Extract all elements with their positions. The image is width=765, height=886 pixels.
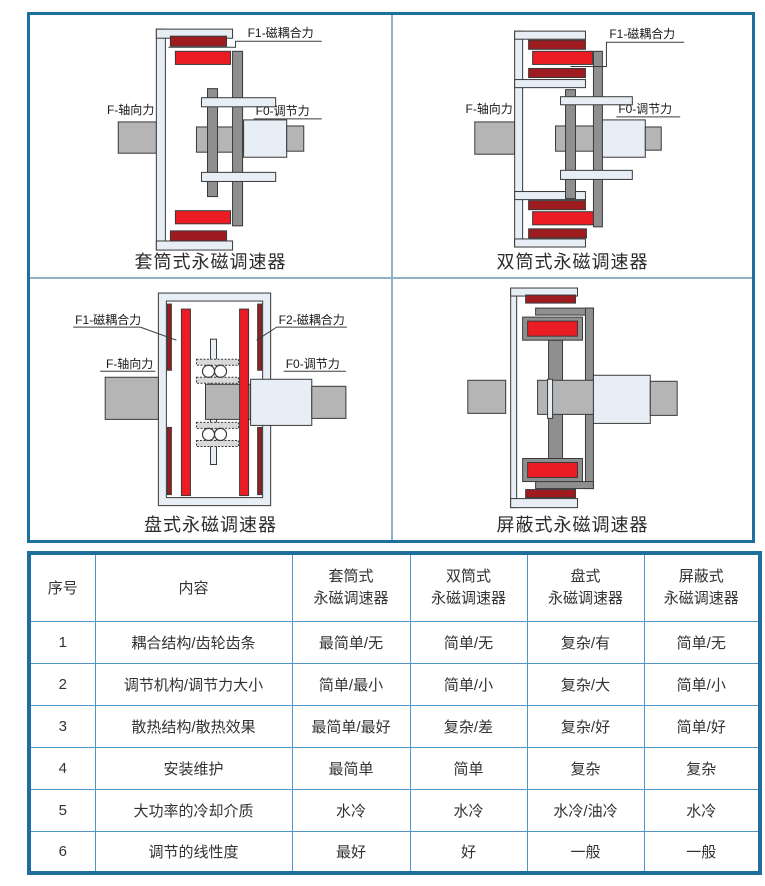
header-line: 双筒式 xyxy=(445,568,491,585)
header-double: 双筒式 永磁调速器 xyxy=(409,552,528,622)
table-row: 1 耦合结构/齿轮齿条 最简单/无 简单/无 复杂/有 简单/无 xyxy=(28,620,761,664)
cell-no: 4 xyxy=(28,746,96,790)
magnet-assemblies xyxy=(522,316,583,483)
cell-sleeve: 简单/最小 xyxy=(291,662,411,706)
table-row: 3 散热结构/散热效果 最简单/最好 复杂/差 复杂/好 简单/好 xyxy=(28,704,761,748)
header-line: 永磁调速器 xyxy=(430,589,506,607)
cell-sleeve: 最简单/无 xyxy=(291,620,411,664)
comparison-table: 序号 内容 套筒式 永磁调速器 双筒式 永磁调速器 盘式 永磁调速器 屏蔽式 永… xyxy=(27,551,762,875)
cell-disc: 一般 xyxy=(526,830,645,874)
cell-no: 6 xyxy=(28,830,96,874)
adjusting-yokes xyxy=(200,97,305,182)
conductor-rotor xyxy=(206,50,244,227)
cell-shielded: 水冷 xyxy=(643,788,761,832)
quadrant-double-cylinder-type: F1-磁耦合力 F-轴向力 F0-调节力 双筒式永磁调速器 xyxy=(391,15,752,278)
magnet-discs xyxy=(180,308,250,497)
double-cylinder-type-diagram: F1-磁耦合力 F-轴向力 F0-调节力 xyxy=(466,26,685,248)
header-line: 套筒式 xyxy=(328,568,374,585)
table-row: 5 大功率的冷却介质 水冷 水冷 水冷/油冷 水冷 xyxy=(28,788,761,832)
cell-disc: 水冷/油冷 xyxy=(526,788,645,832)
diagram-caption: 屏蔽式永磁调速器 xyxy=(496,515,649,535)
disc-type-diagram: F1-磁耦合力 F2-磁耦合力 F-轴向力 F0-调节力 xyxy=(73,292,347,507)
cell-no: 2 xyxy=(28,662,96,706)
force-label-axial: F-轴向力 xyxy=(106,357,153,372)
cell-sleeve: 最简单 xyxy=(291,746,411,790)
cell-item: 安装维护 xyxy=(94,746,293,790)
cell-disc: 复杂/好 xyxy=(526,704,645,748)
diagram-caption: 双筒式永磁调速器 xyxy=(496,252,649,273)
cell-disc: 复杂 xyxy=(526,746,645,790)
cell-shielded: 简单/好 xyxy=(643,704,761,748)
header-line: 永磁调速器 xyxy=(313,589,389,607)
quadrant-disc-type: F1-磁耦合力 F2-磁耦合力 F-轴向力 F0-调节力 盘式永磁调速器 xyxy=(30,277,391,540)
force-label-adjust: F0-调节力 xyxy=(286,358,340,372)
cell-item: 调节机构/调节力大小 xyxy=(94,662,293,706)
leader-lines xyxy=(73,326,347,373)
table-header-row: 序号 内容 套筒式 永磁调速器 双筒式 永磁调速器 盘式 永磁调速器 屏蔽式 永… xyxy=(28,552,761,622)
sleeve-type-diagram: F1-磁耦合力 F-轴向力 F0-调节力 xyxy=(107,25,322,251)
table-row: 4 安装维护 最简单 简单 复杂 复杂 xyxy=(28,746,761,790)
cell-disc: 复杂/有 xyxy=(526,620,645,664)
force-label-adjust: F0-调节力 xyxy=(256,104,310,118)
cell-no: 5 xyxy=(28,788,96,832)
outer-sleeve xyxy=(514,30,586,248)
header-line: 盘式 xyxy=(570,568,601,585)
cell-sleeve: 水冷 xyxy=(291,788,411,832)
header-line: 永磁调速器 xyxy=(547,589,623,607)
cell-disc: 复杂/大 xyxy=(526,662,645,706)
cell-double: 好 xyxy=(409,830,528,874)
shafts xyxy=(467,375,678,425)
header-shielded: 屏蔽式 永磁调速器 xyxy=(643,552,761,622)
header-line: 屏蔽式 xyxy=(678,568,724,585)
header-item: 内容 xyxy=(94,552,293,622)
force-label-axial: F-轴向力 xyxy=(107,102,154,117)
quadrant-sleeve-type: F1-磁耦合力 F-轴向力 F0-调节力 套筒式永磁调速器 xyxy=(30,15,391,278)
cell-no: 3 xyxy=(28,704,96,748)
cell-item: 调节的线性度 xyxy=(94,830,293,874)
header-no: 序号 xyxy=(28,552,96,622)
cell-shielded: 一般 xyxy=(643,830,761,874)
force-label-axial: F-轴向力 xyxy=(466,101,513,116)
cell-double: 简单/小 xyxy=(409,662,528,706)
diagram-grid: F1-磁耦合力 F-轴向力 F0-调节力 套筒式永磁调速器 xyxy=(27,12,755,543)
output-shaft xyxy=(250,379,347,427)
cell-item: 散热结构/散热效果 xyxy=(94,704,293,748)
header-line: 永磁调速器 xyxy=(663,589,739,607)
shielded-type-diagram xyxy=(467,287,678,509)
magnet-bars xyxy=(169,35,232,242)
force-label-f1: F1-磁耦合力 xyxy=(248,25,314,40)
cell-double: 简单 xyxy=(409,746,528,790)
adjusting-yokes xyxy=(560,96,662,180)
cell-no: 1 xyxy=(28,620,96,664)
header-disc: 盘式 永磁调速器 xyxy=(526,552,645,622)
cell-item: 大功率的冷却介质 xyxy=(94,788,293,832)
magnet-bars xyxy=(528,39,594,239)
diagram-caption: 套筒式永磁调速器 xyxy=(134,252,287,273)
diagram-caption: 盘式永磁调速器 xyxy=(144,515,277,535)
leader-lines xyxy=(570,41,685,118)
shafts xyxy=(117,121,245,154)
cell-shielded: 简单/无 xyxy=(643,620,761,664)
cell-shielded: 复杂 xyxy=(643,746,761,790)
cell-sleeve: 最简单/最好 xyxy=(291,704,411,748)
quadrant-shielded-type: 屏蔽式永磁调速器 xyxy=(391,277,752,540)
shafts xyxy=(474,121,603,155)
cell-double: 简单/无 xyxy=(409,620,528,664)
force-label-adjust: F0-调节力 xyxy=(618,102,672,116)
force-label-f2: F2-磁耦合力 xyxy=(279,312,345,327)
force-label-f1: F1-磁耦合力 xyxy=(609,26,675,41)
cell-double: 水冷 xyxy=(409,788,528,832)
cell-shielded: 简单/小 xyxy=(643,662,761,706)
cell-sleeve: 最好 xyxy=(291,830,411,874)
header-sleeve: 套筒式 永磁调速器 xyxy=(291,552,411,622)
force-label-f1: F1-磁耦合力 xyxy=(75,312,141,327)
leader-lines xyxy=(168,40,322,120)
table-row: 6 调节的线性度 最好 好 一般 一般 xyxy=(28,830,761,874)
cell-double: 复杂/差 xyxy=(409,704,528,748)
shield-plate xyxy=(510,287,578,509)
cell-item: 耦合结构/齿轮齿条 xyxy=(94,620,293,664)
table-row: 2 调节机构/调节力大小 简单/最小 简单/小 复杂/大 简单/小 xyxy=(28,662,761,706)
